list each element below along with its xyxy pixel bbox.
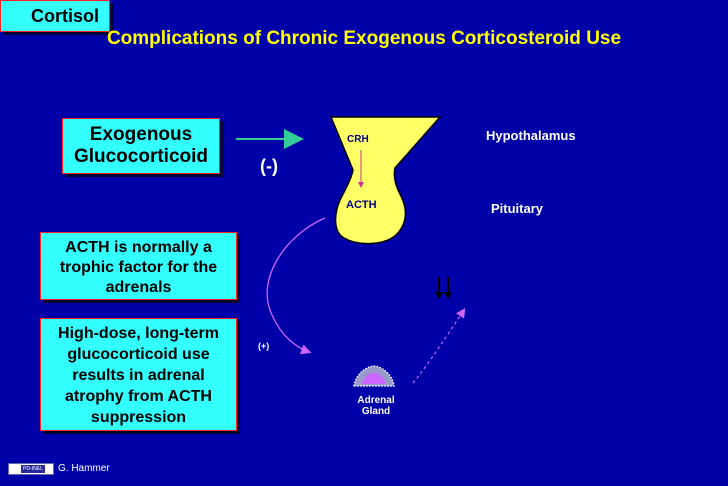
exogenous-line-2: Glucocorticoid bbox=[73, 146, 209, 167]
positive-label: (+) bbox=[258, 341, 270, 351]
exogenous-line-1: Exogenous bbox=[89, 124, 193, 145]
acth-to-adrenal-arrow bbox=[266, 217, 326, 355]
adrenal-gland-icon bbox=[353, 365, 395, 387]
decrease-arrows-icon bbox=[435, 277, 452, 299]
adrenal-label-line-2: Gland bbox=[361, 406, 391, 417]
pituitary-label: Pituitary bbox=[491, 201, 544, 216]
trophic-line-3: adrenals bbox=[105, 279, 172, 296]
adrenal-gland-label: Adrenal Gland bbox=[354, 395, 398, 417]
cortisol-label: Cortisol bbox=[31, 5, 100, 26]
atrophy-line-3: results in adrenal bbox=[72, 367, 205, 384]
crh-label: CRH bbox=[347, 134, 369, 145]
atrophy-line-5: suppression bbox=[90, 409, 187, 426]
trophic-line-1: ACTH is normally a bbox=[65, 239, 212, 256]
atrophy-line-2: glucocorticoid use bbox=[67, 346, 210, 363]
acth-trophic-box: ACTH is normally a trophic factor for th… bbox=[40, 232, 237, 300]
exogenous-glucocorticoid-box: Exogenous Glucocorticoid bbox=[62, 118, 220, 174]
trophic-line-2: trophic factor for the bbox=[59, 259, 218, 276]
adrenal-label-line-1: Adrenal bbox=[357, 395, 395, 406]
atrophy-line-4: atrophy from ACTH bbox=[65, 388, 212, 405]
adrenal-to-cortisol-arrow bbox=[412, 308, 466, 384]
footer-logo-text: PD-INEL bbox=[21, 465, 45, 473]
cortisol-box: Cortisol bbox=[0, 0, 110, 32]
negative-feedback-label: (-) bbox=[260, 156, 278, 176]
author-credit: G. Hammer bbox=[58, 463, 110, 474]
hypothalamus-label: Hypothalamus bbox=[486, 128, 576, 143]
footer-logo: PD-INEL bbox=[8, 463, 54, 475]
atrophy-line-1: High-dose, long-term bbox=[58, 325, 219, 342]
acth-label: ACTH bbox=[346, 199, 377, 211]
adrenal-atrophy-box: High-dose, long-term glucocorticoid use … bbox=[40, 318, 237, 431]
hypothalamus-pituitary-shape bbox=[329, 116, 442, 245]
slide-title: Complications of Chronic Exogenous Corti… bbox=[106, 28, 622, 49]
